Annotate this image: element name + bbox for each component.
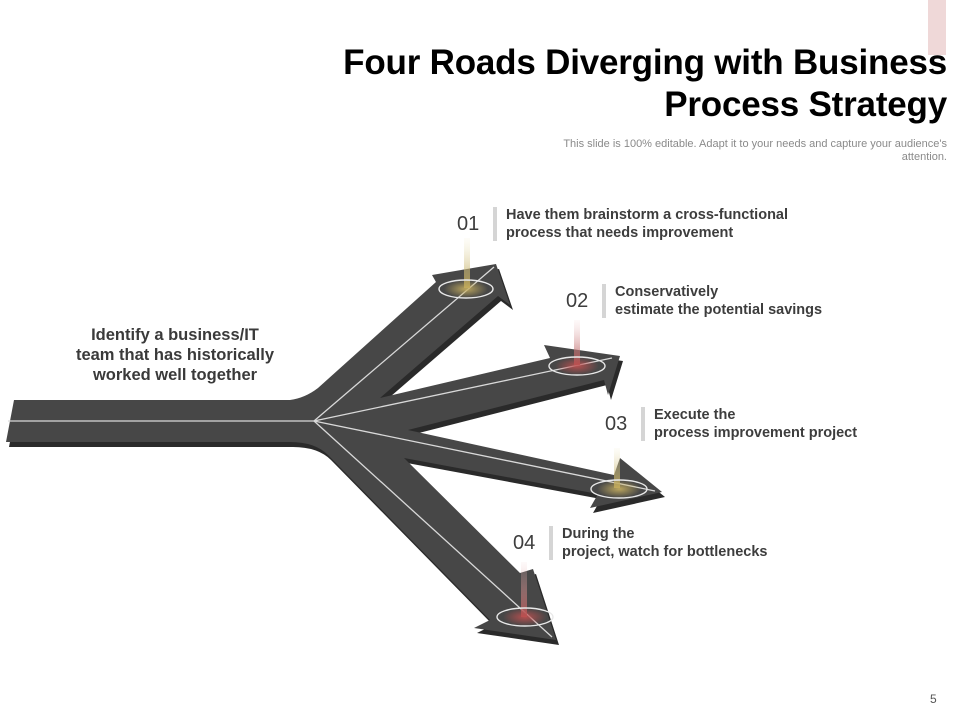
step-line: estimate the potential savings — [615, 302, 823, 318]
step-number: 03 — [605, 412, 628, 435]
accent-bar — [928, 0, 946, 55]
marker-2 — [548, 320, 606, 376]
slide-title: Four Roads Diverging with Business Proce… — [247, 42, 947, 126]
step-number: 02 — [566, 289, 589, 312]
marker-4 — [496, 562, 554, 627]
step-description: During the project, watch for bottleneck… — [562, 525, 767, 561]
location-marker-icon — [590, 479, 648, 499]
step-line: Have them brainstorm a cross-functional — [506, 207, 789, 223]
start-label-line: team that has historically — [75, 346, 275, 364]
step-line: project, watch for bottlenecks — [562, 544, 768, 560]
marker-beam-1 — [464, 238, 470, 288]
step-divider — [641, 407, 645, 441]
step-line: process improvement project — [654, 425, 858, 441]
step-3: 03 Execute the process improvement proje… — [605, 406, 857, 442]
step-divider — [602, 284, 606, 318]
title-line-1: Four Roads Diverging with Business — [343, 43, 947, 82]
marker-glow-2 — [555, 357, 599, 375]
lane-line-3 — [313, 420, 656, 492]
step-description: Conservatively estimate the potential sa… — [615, 283, 822, 319]
step-number: 04 — [513, 531, 536, 554]
step-line: process that needs improvement — [506, 225, 734, 241]
step-divider — [549, 526, 553, 560]
location-marker-icon — [438, 279, 494, 299]
step-description: Execute the process improvement project — [654, 406, 857, 442]
step-description: Have them brainstorm a cross-functional … — [506, 206, 788, 242]
marker-1 — [438, 238, 494, 299]
step-2: 02 Conservatively estimate the potential… — [566, 283, 822, 319]
title-line-2: Process Strategy — [664, 85, 947, 124]
step-line: During the — [562, 526, 635, 542]
marker-3 — [590, 448, 648, 499]
step-4: 04 During the project, watch for bottlen… — [513, 525, 767, 561]
marker-glow-4 — [503, 608, 547, 626]
location-marker-icon — [548, 356, 606, 376]
marker-beam-3 — [614, 448, 620, 488]
marker-glow-3 — [597, 480, 641, 498]
step-number: 01 — [457, 212, 480, 235]
step-line: Conservatively — [615, 284, 719, 300]
location-marker-icon — [496, 607, 554, 627]
step-1: 01 Have them brainstorm a cross-function… — [457, 206, 788, 242]
road-surface — [6, 264, 662, 640]
page-number: 5 — [930, 692, 937, 706]
slide-subtitle: This slide is 100% editable. Adapt it to… — [563, 138, 947, 163]
start-label-line: Identify a business/IT — [91, 326, 259, 344]
lane-line-4 — [313, 420, 553, 638]
start-label-line: worked well together — [92, 366, 258, 384]
step-divider — [493, 207, 497, 241]
start-label: Identify a business/IT team that has his… — [40, 325, 310, 385]
marker-beam-2 — [574, 320, 580, 365]
road-body — [6, 264, 662, 640]
marker-beam-4 — [521, 562, 527, 617]
marker-glow-1 — [444, 280, 488, 298]
step-line: Execute the — [654, 407, 736, 423]
